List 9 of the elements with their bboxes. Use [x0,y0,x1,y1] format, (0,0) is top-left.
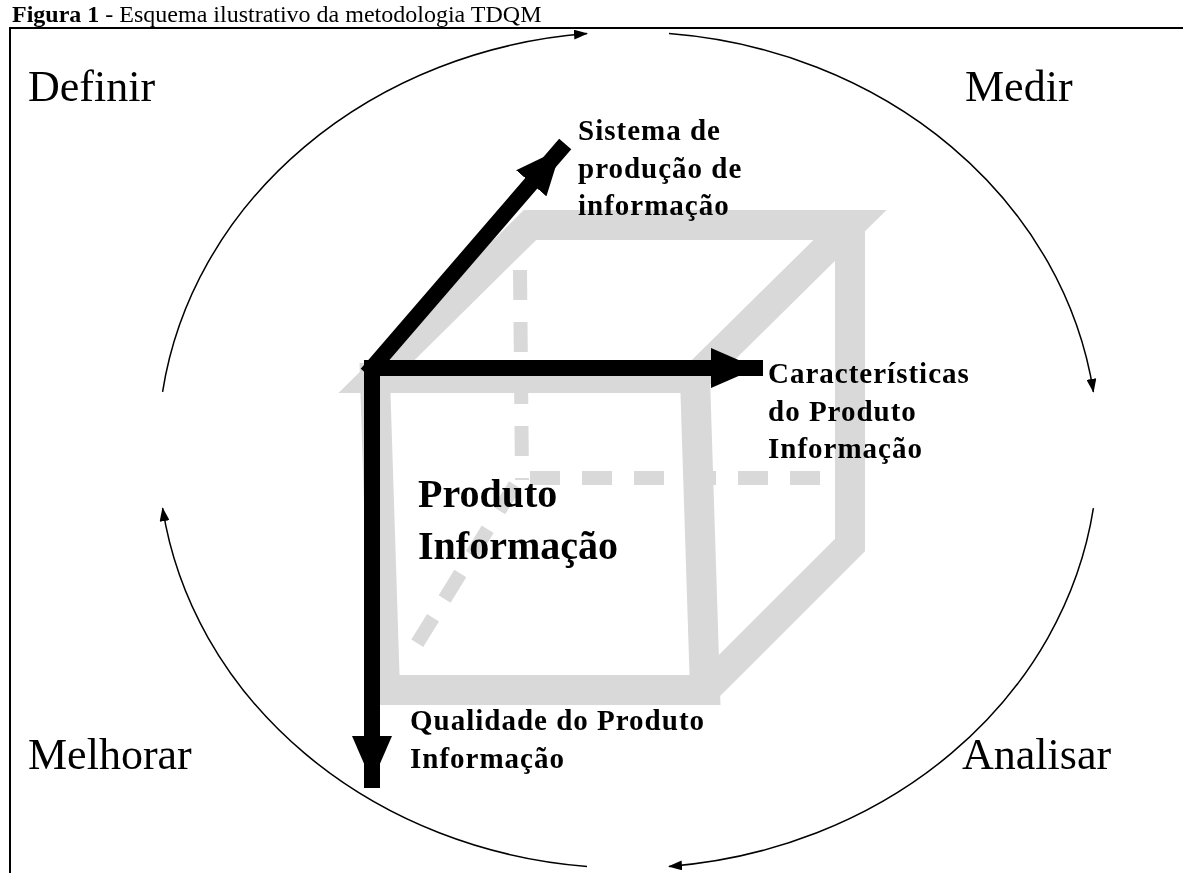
phase-label: Medir [965,62,1073,113]
phase-label: Melhorar [28,730,192,781]
cube-label: Produto Informação [418,470,619,570]
phase-label: Definir [28,62,156,113]
phase-label: Analisar [962,730,1112,781]
axis-label: Características do Produto Informação [768,355,1003,469]
axis-label: Qualidade do Produto Informação [410,702,750,778]
axis-label: Sistema de produção de informação [578,112,808,226]
figure-title: Figura 1 - Esquema ilustrativo da metodologia TDQM [12,0,542,28]
